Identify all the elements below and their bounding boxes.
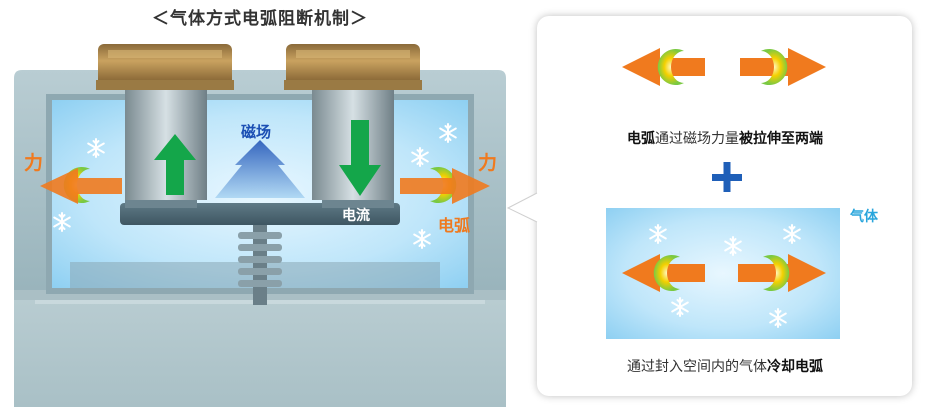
plus-icon bbox=[712, 162, 742, 192]
arrow-up-icon bbox=[154, 134, 196, 195]
arrow-down-icon bbox=[339, 120, 381, 196]
arc-label: 电弧 bbox=[438, 216, 471, 235]
caption-bottom-part1: 通过封入空间内的气体 bbox=[627, 359, 767, 375]
caption-top-part1: 电弧 bbox=[627, 131, 655, 147]
current-label: 电流 bbox=[342, 208, 370, 224]
plus-text: + bbox=[722, 160, 723, 161]
field-arrow-icon bbox=[215, 140, 305, 198]
force-label-left: 力 bbox=[24, 152, 44, 174]
magnetic-field-label: 磁场 bbox=[241, 123, 272, 141]
bolt-right bbox=[284, 44, 422, 200]
gas-cooling-illustration bbox=[606, 208, 840, 339]
caption-top: 电弧通过磁场力量被拉伸至两端 bbox=[570, 128, 880, 148]
caption-top-part2: 通过磁场力量 bbox=[655, 131, 739, 147]
spring-shaft bbox=[238, 225, 282, 305]
contact-bar bbox=[120, 200, 400, 225]
caption-top-part3: 被拉伸至两端 bbox=[739, 131, 823, 147]
caption-bottom: 通过封入空间内的气体冷却电弧 bbox=[570, 356, 880, 376]
arc-stretch-illustration bbox=[622, 48, 826, 86]
arrow-left-icon bbox=[40, 168, 122, 204]
gas-label: 气体 bbox=[850, 209, 878, 225]
caption-bottom-part2: 冷却电弧 bbox=[767, 359, 823, 375]
arrow-right-icon bbox=[400, 168, 490, 204]
page-title: ＜气体方式电弧阻断机制＞ bbox=[152, 9, 368, 29]
force-label-right: 力 bbox=[478, 152, 498, 174]
